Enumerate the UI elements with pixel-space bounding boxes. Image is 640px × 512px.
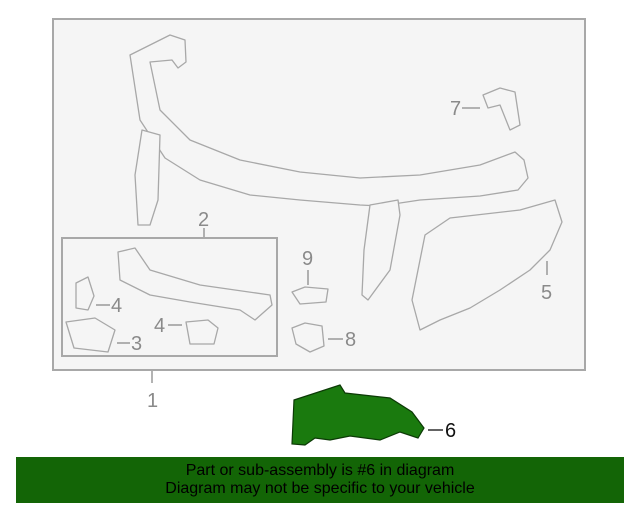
upper-tie-bar — [129, 34, 529, 207]
part-info-banner: Part or sub-assembly is #6 in diagram Di… — [16, 457, 624, 503]
left-strut — [134, 129, 161, 226]
center-strut — [361, 199, 401, 301]
callout-4-left: 4 — [111, 295, 123, 317]
callout-4-right: 4 — [154, 315, 166, 337]
part-5-shape — [411, 199, 563, 331]
part-7-shape — [482, 87, 521, 131]
part-4b-shape — [185, 319, 219, 345]
callout-2: 2 — [198, 209, 210, 231]
banner-line-2: Diagram may not be specific to your vehi… — [165, 480, 475, 497]
callout-6: 6 — [445, 420, 457, 442]
callout-8: 8 — [345, 329, 357, 351]
part-4a-shape — [75, 276, 95, 311]
callout-9: 9 — [302, 248, 314, 270]
part-6-highlighted — [291, 384, 425, 446]
callout-7: 7 — [450, 98, 462, 120]
callout-5: 5 — [541, 282, 553, 304]
part-2-shape — [117, 247, 273, 321]
part-3-shape — [65, 317, 116, 353]
subassembly-frame-2 — [61, 237, 278, 357]
part-8-shape — [291, 322, 325, 353]
callout-3: 3 — [131, 333, 143, 355]
callout-1: 1 — [147, 390, 159, 412]
part-9-shape — [291, 286, 329, 305]
banner-line-1: Part or sub-assembly is #6 in diagram — [185, 462, 455, 479]
